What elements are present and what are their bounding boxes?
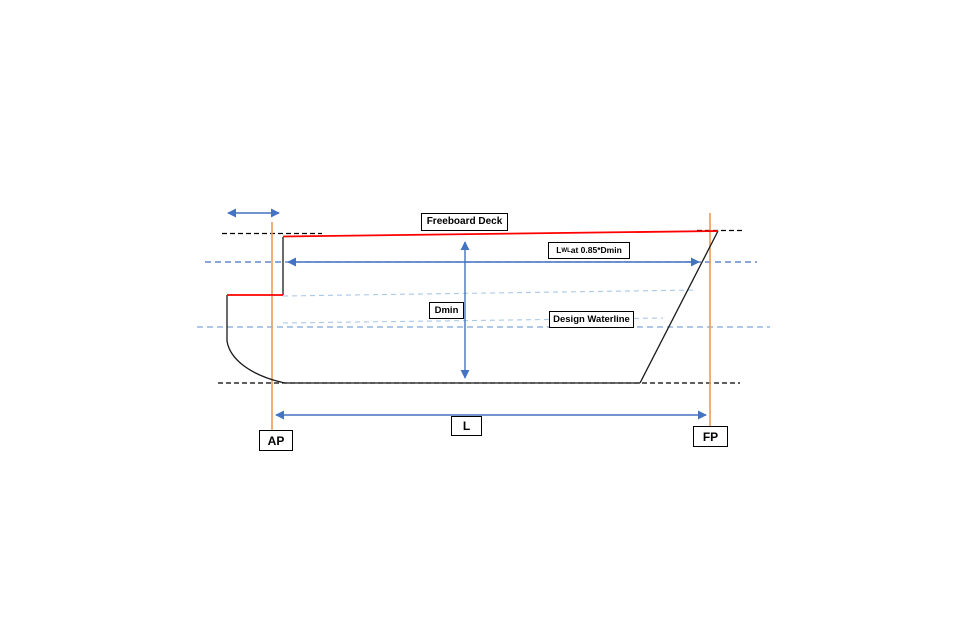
lwl-label-suffix: at 0.85*Dmin bbox=[570, 245, 622, 256]
length-label-text: L bbox=[462, 419, 471, 433]
design-waterline-label-text: Design Waterline bbox=[553, 313, 630, 325]
perpendiculars bbox=[271, 213, 711, 433]
forward-perpendicular-label: FP bbox=[693, 426, 728, 447]
stern-counter-curve bbox=[226, 295, 286, 384]
dmin-label-text: Dmin bbox=[434, 304, 459, 316]
bow-rake-line bbox=[639, 230, 719, 384]
lwl-label-prefix: L bbox=[556, 245, 562, 256]
freeboard-deck-label-text: Freeboard Deck bbox=[426, 216, 503, 227]
length-label: L bbox=[451, 416, 482, 436]
freeboard-deck-label: Freeboard Deck bbox=[421, 213, 508, 231]
design-waterline-label: Design Waterline bbox=[549, 311, 634, 328]
hull-outline bbox=[226, 230, 719, 384]
dmin-label: Dmin bbox=[429, 302, 464, 319]
lwl-label-subscript: WL bbox=[561, 247, 571, 254]
freeboard-deck-sheer-line bbox=[282, 230, 719, 238]
upper-light-waterline-dashed bbox=[282, 289, 698, 297]
aft-perpendicular-label: AP bbox=[259, 430, 293, 451]
dimension-arrows bbox=[227, 208, 707, 420]
forward-perpendicular-label-text: FP bbox=[702, 429, 719, 444]
aft-perpendicular-label-text: AP bbox=[267, 433, 285, 448]
